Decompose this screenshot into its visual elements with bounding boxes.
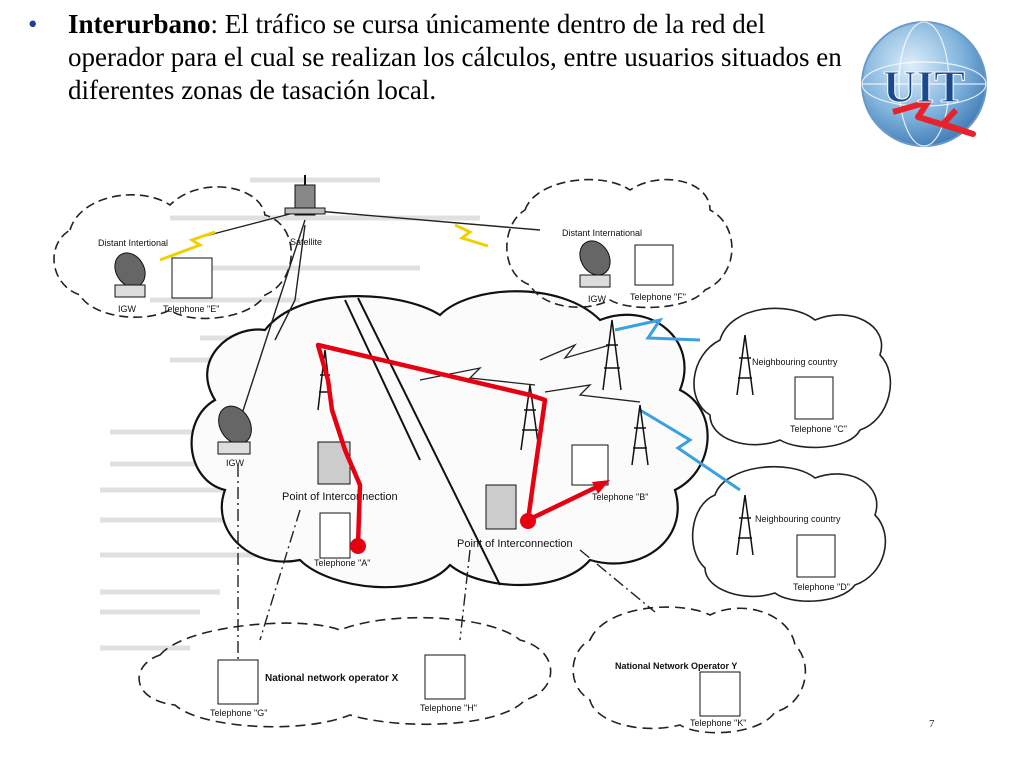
telephone-a-label: Telephone "A" <box>314 558 370 568</box>
telephone-d-label: Telephone "D" <box>793 582 850 592</box>
neighbour-cloud-c <box>693 307 892 449</box>
tower-icon-right <box>631 404 649 466</box>
telephone-h-label: Telephone "H" <box>420 703 477 713</box>
satellite-icon <box>284 175 326 216</box>
igw-right-label: IGW <box>588 294 607 304</box>
satellite-label: Satellite <box>290 237 322 247</box>
call-route <box>315 342 610 554</box>
logo-text: UIT <box>883 61 965 112</box>
telephone-k-label: Telephone "K" <box>690 718 746 728</box>
route-arrow-line <box>527 480 606 523</box>
national-x-label: National network operator X <box>265 673 399 684</box>
tower-icon-c <box>736 334 754 396</box>
lightning-link-left <box>159 230 216 262</box>
neighbour-d-label: Neighbouring country <box>755 514 841 524</box>
telephone-g-label: Telephone "G" <box>210 708 267 718</box>
dish-icon-left <box>114 252 146 298</box>
bullet-term: Interurbano <box>68 9 211 39</box>
telephone-icon-f <box>634 244 674 286</box>
zone-divider-right <box>357 297 501 586</box>
telephone-icon-c <box>794 376 834 420</box>
tower-icon-d <box>736 494 754 556</box>
uit-logo: UIT <box>861 21 987 147</box>
route-path <box>315 342 548 548</box>
telephone-e-label: Telephone "E" <box>163 304 219 314</box>
poi-left-label: Point of Interconnection <box>282 491 398 503</box>
route-start-dot <box>350 538 366 554</box>
neighbour-c-label: Neighbouring country <box>752 357 838 367</box>
telephone-f-label: Telephone "F" <box>630 292 686 302</box>
neighbour-cloud-d <box>691 465 887 602</box>
poi-right-label: Point of Interconnection <box>457 538 573 550</box>
dish-icon-main <box>217 405 252 455</box>
telephone-icon-e <box>171 257 213 299</box>
tower-icon-mid <box>520 384 540 451</box>
telephone-c-label: Telephone "C" <box>790 424 847 434</box>
lightning-icon <box>892 99 976 137</box>
national-cloud-y <box>572 606 807 734</box>
exchange-icon-right <box>485 484 517 530</box>
igw-main-label: IGW <box>226 458 245 468</box>
bullet-text: Interurbano: El tráfico se cursa únicame… <box>68 8 858 107</box>
radio-link-3 <box>539 343 611 361</box>
route-mid-dot <box>520 513 536 529</box>
telephone-icon-k <box>699 671 741 717</box>
distant-left-label: Distant Intertional <box>98 238 168 248</box>
bullet-marker: • <box>28 9 38 39</box>
lightning-link-right <box>454 223 489 248</box>
distant-right-label: Distant International <box>562 228 642 238</box>
telephone-icon-g <box>217 659 259 705</box>
telephone-icon-d <box>796 534 836 578</box>
tower-icon-top <box>602 319 622 391</box>
telephone-icon-h <box>424 654 466 700</box>
telephone-icon-a <box>319 512 351 559</box>
lightning-link-c <box>614 317 701 342</box>
route-arrowhead <box>592 480 610 494</box>
national-y-label: National Network Operator Y <box>615 661 737 671</box>
distant-cloud-right <box>506 178 733 309</box>
national-links <box>237 465 656 670</box>
bullet-body: : El tráfico se cursa únicamente dentro … <box>68 9 842 105</box>
page-number: 7 <box>929 718 935 730</box>
lightning-link-d <box>639 408 741 492</box>
telephone-icon-b <box>571 444 609 486</box>
igw-left-label: IGW <box>118 304 137 314</box>
satellite-links <box>189 209 541 421</box>
zone-divider-left <box>344 299 421 461</box>
radio-link-2 <box>544 384 641 403</box>
telephone-b-label: Telephone "B" <box>592 492 648 502</box>
national-cloud-x <box>138 616 552 728</box>
distant-cloud-left <box>53 186 293 320</box>
dish-icon-right <box>579 240 611 288</box>
main-operator-cloud <box>190 290 709 589</box>
